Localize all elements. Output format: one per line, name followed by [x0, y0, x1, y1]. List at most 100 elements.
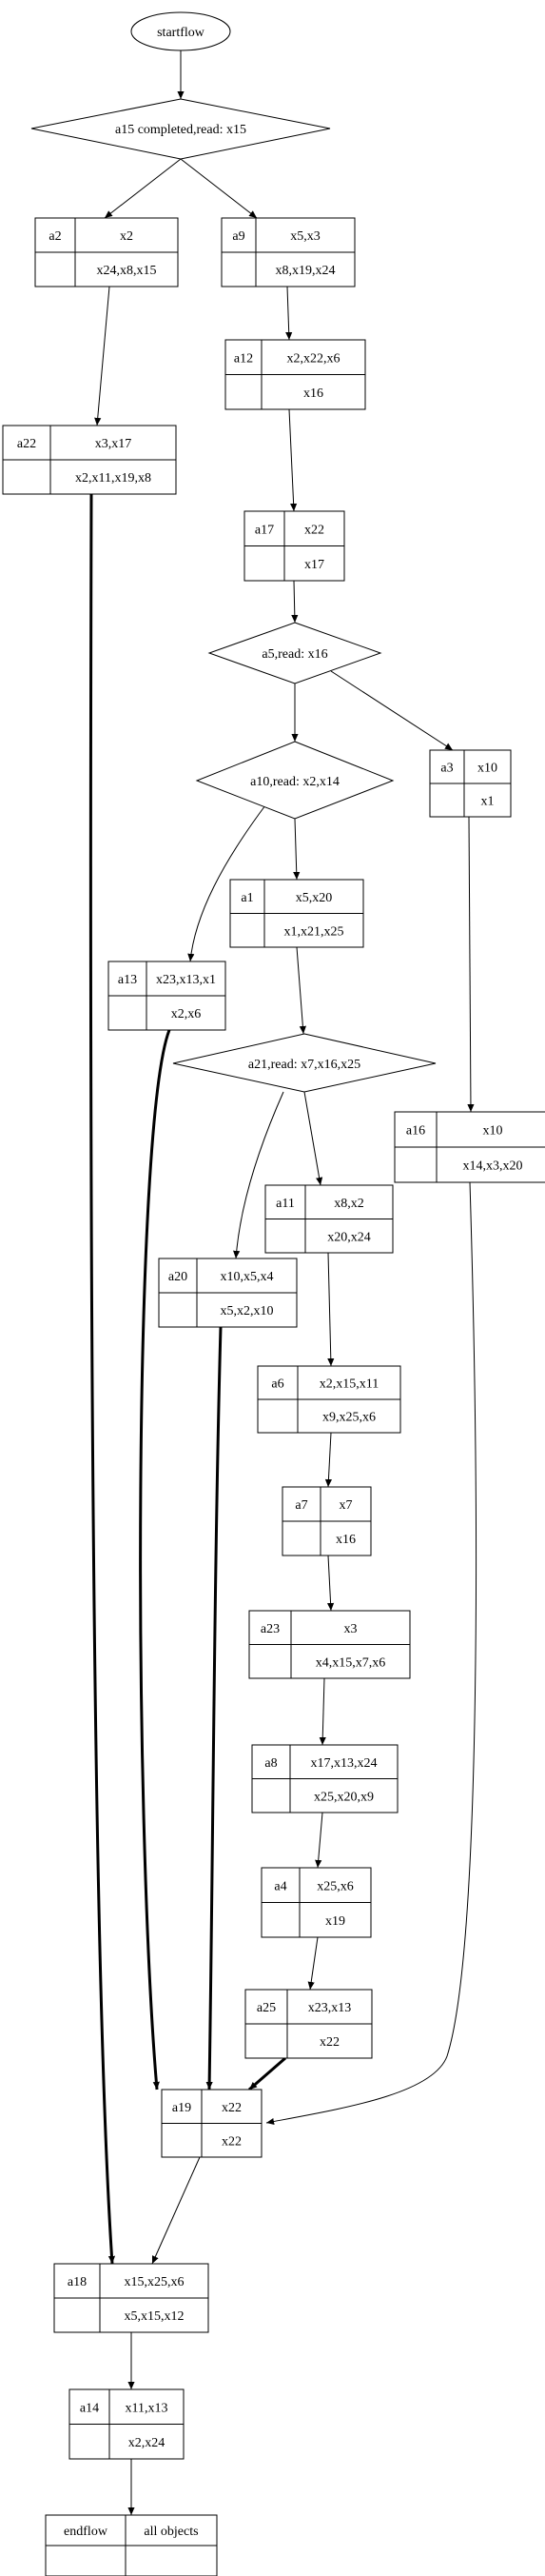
start-ellipse	[130, 11, 231, 51]
node-top-value: x8,x2	[334, 1197, 364, 1211]
node-name: a22	[17, 437, 36, 451]
node-name: a7	[295, 1498, 307, 1513]
node-name: a17	[255, 523, 274, 537]
node-a8: a8 x17,x13,x24 x25,x20,x9	[251, 1744, 399, 1813]
node-a16: a16 x10 x14,x3,x20	[394, 1111, 545, 1183]
decision-label: a15 completed,read: x15	[115, 123, 246, 137]
edge-a25-to-a19	[248, 2056, 286, 2091]
node-bottom-value: x22	[320, 2035, 340, 2050]
edge-a4-to-a25	[307, 1936, 319, 1991]
node-a6: a6 x2,x15,x11 x9,x25,x6	[257, 1365, 401, 1434]
node-name: a16	[406, 1124, 425, 1139]
edge-a10-to-a13	[187, 804, 266, 962]
edge-a9-to-a12	[285, 286, 293, 341]
node-a25: a25 x23,x13 x22	[244, 1989, 373, 2059]
edge-a23-to-a8	[319, 1677, 326, 1746]
node-bottom-value: x8,x19,x24	[276, 264, 336, 278]
node-name: endflow	[64, 2525, 108, 2539]
node-top-value: x3	[344, 1622, 358, 1636]
node-top-value: x23,x13,x1	[156, 973, 216, 987]
decision-label: a5,read: x16	[262, 647, 327, 662]
decision-a5: a5,read: x16	[207, 622, 382, 684]
node-a22: a22 x3,x17 x2,x11,x19,x8	[2, 425, 177, 495]
node-top-value: x10	[477, 762, 497, 776]
node-bottom-value: x2,x6	[171, 1007, 202, 1021]
node-name: a4	[274, 1879, 286, 1893]
decision-label: a10,read: x2,x14	[250, 775, 340, 789]
node-top-value: x2,x22,x6	[287, 351, 341, 366]
node-a18: a18 x15,x25,x6 x5,x15,x12	[53, 2263, 209, 2333]
node-bottom-value: x14,x3,x20	[463, 1159, 523, 1174]
edge-a15-to-a2	[104, 158, 182, 219]
node-top-value: x3,x17	[95, 437, 132, 451]
edge-a19-to-a18	[151, 2156, 201, 2265]
node-name: a20	[168, 1270, 187, 1284]
node-name: a1	[241, 891, 253, 905]
edge-a21-to-a11	[303, 1091, 323, 1186]
node-bottom-value: x25,x20,x9	[314, 1790, 374, 1804]
edge-a15-to-a9	[180, 158, 258, 219]
edge-a3-to-a16	[467, 816, 475, 1113]
node-top-value: x2,x15,x11	[320, 1377, 379, 1392]
edge-a21-to-a20	[233, 1091, 284, 1259]
node-a20: a20 x10,x5,x4 x5,x2,x10	[158, 1258, 298, 1328]
node-top-value: x25,x6	[317, 1879, 354, 1893]
decision-a10: a10,read: x2,x14	[195, 741, 395, 820]
node-top-value: x10	[483, 1124, 503, 1139]
edges	[88, 50, 477, 2515]
node-name: a25	[257, 2001, 276, 2015]
node-name: a14	[80, 2401, 99, 2415]
node-name: a8	[264, 1756, 277, 1771]
node-top-value: x22	[222, 2101, 242, 2115]
edge-a13-to-a19	[139, 1029, 171, 2091]
decision-a21: a21,read: x7,x16,x25	[172, 1033, 437, 1093]
start-label: startflow	[157, 26, 205, 40]
edge-a11-to-a6	[327, 1252, 335, 1367]
node-bottom-value: x9,x25,x6	[322, 1411, 376, 1425]
node-bottom-value: x2,x24	[128, 2436, 165, 2450]
node-top-value: x7	[340, 1498, 353, 1513]
node-bottom-value: x2,x11,x19,x8	[75, 471, 151, 485]
node-top-value: x10,x5,x4	[221, 1270, 274, 1284]
edge-a6-to-a7	[324, 1432, 333, 1488]
node-top-value: x22	[304, 523, 324, 537]
node-name: a19	[172, 2101, 191, 2115]
node-top-value: x23,x13	[308, 2001, 352, 2015]
node-bottom-value: x16	[336, 1533, 356, 1547]
edge-a16-to-a19	[265, 1181, 477, 2126]
node-bottom-value: x5,x2,x10	[221, 1304, 274, 1318]
node-top-value: x15,x25,x6	[125, 2275, 185, 2289]
edge-a17-to-a5	[291, 580, 299, 624]
node-top-value: x17,x13,x24	[311, 1756, 378, 1771]
node-name: a2	[49, 229, 61, 244]
node-a19: a19 x22 x22	[161, 2089, 263, 2158]
node-bottom-value: x1,x21,x25	[284, 924, 344, 939]
edge-a12-to-a17	[288, 408, 298, 512]
edge-a7-to-a23	[326, 1555, 335, 1612]
start-node: startflow	[130, 11, 231, 51]
edge-a5-to-a3	[330, 670, 454, 751]
node-name: a12	[234, 351, 253, 366]
edge-a22-to-a18	[88, 493, 116, 2265]
node-bottom-value: x5,x15,x12	[125, 2309, 185, 2324]
node-name: a18	[68, 2275, 87, 2289]
node-name: a3	[440, 762, 453, 776]
node-top-value: x11,x13	[126, 2401, 168, 2415]
node-name: a6	[271, 1377, 283, 1392]
node-name: a13	[118, 973, 137, 987]
node-a7: a7 x7 x16	[282, 1486, 372, 1556]
node-bottom-value: x4,x15,x7,x6	[316, 1655, 386, 1670]
node-a13: a13 x23,x13,x1 x2,x6	[107, 961, 226, 1031]
edge-a2-to-a22	[94, 286, 110, 426]
decision-a15: a15 completed,read: x15	[30, 98, 331, 160]
node-bottom-value: x22	[222, 2134, 242, 2149]
node-bottom-value: x1	[481, 795, 495, 809]
edge-a8-to-a4	[315, 1812, 323, 1869]
